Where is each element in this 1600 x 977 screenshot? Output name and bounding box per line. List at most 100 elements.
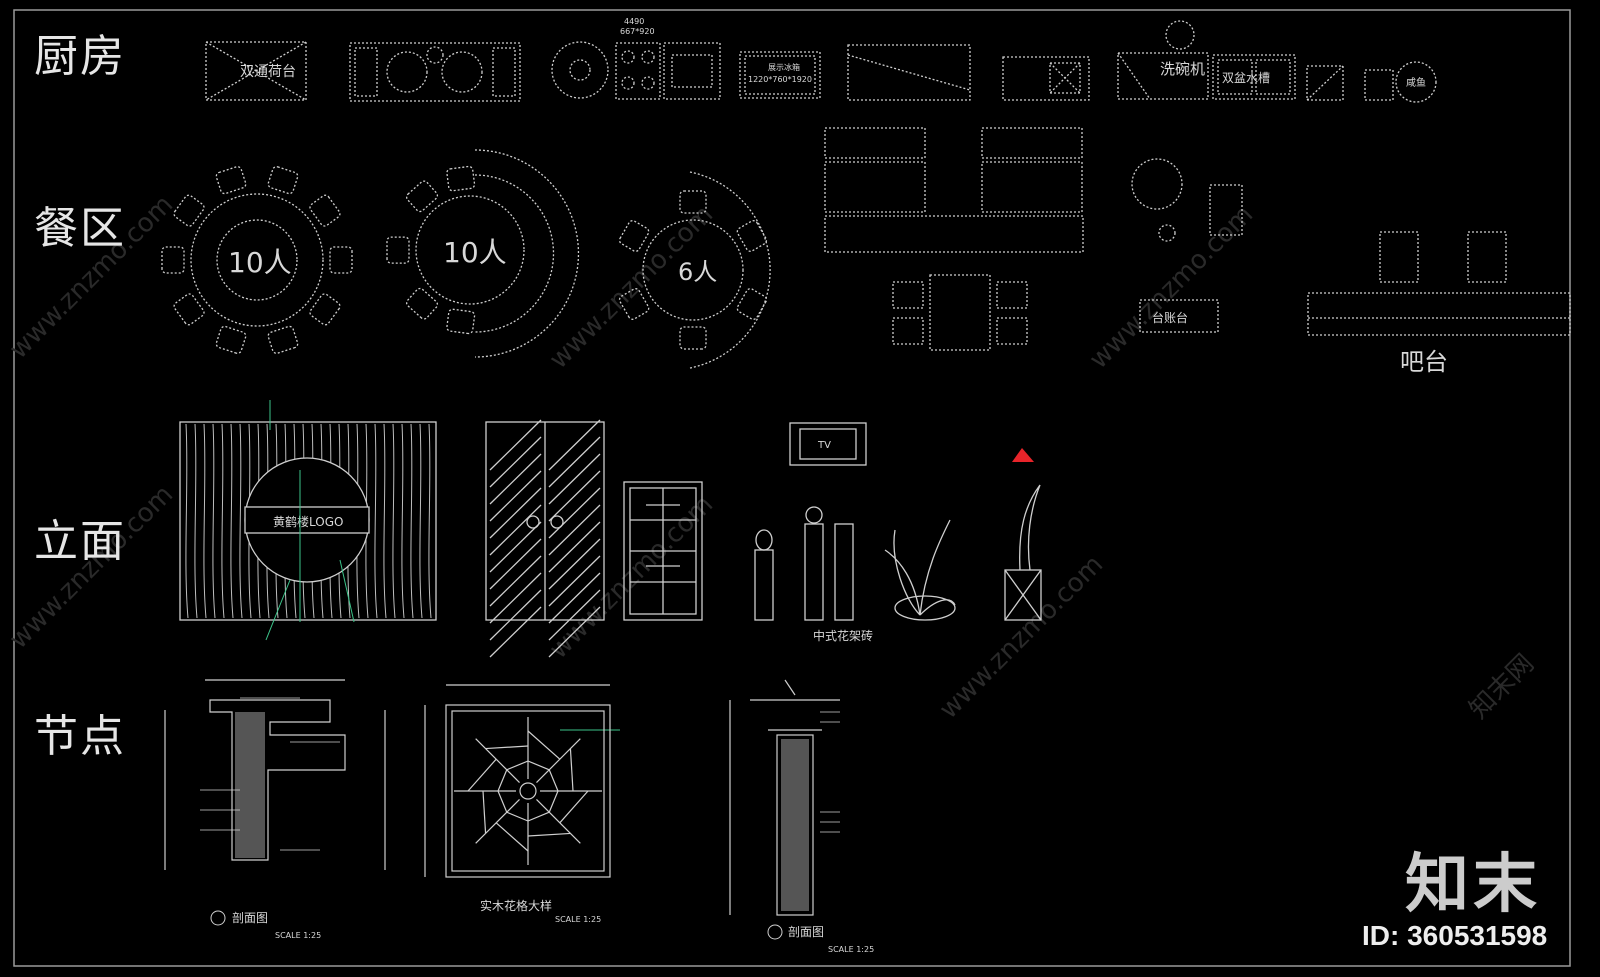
label-double-basin: 双盆水槽 <box>1222 71 1270 85</box>
hatch-line <box>548 572 601 624</box>
sculpture-elevation <box>1004 484 1042 621</box>
hatch-line <box>548 436 601 488</box>
label-logo: 黄鹤楼LOGO <box>273 514 343 529</box>
hatch-line <box>489 504 542 556</box>
wood-grain-line <box>203 423 207 619</box>
dishwasher-unit <box>1117 52 1209 100</box>
lattice-bar <box>485 745 529 750</box>
lattice-bar <box>536 738 581 783</box>
nodes-row <box>164 679 840 916</box>
chair <box>679 190 707 214</box>
lattice-bar <box>482 790 487 834</box>
label-table10b: 10人 <box>443 236 507 269</box>
label-table6: 6人 <box>678 258 717 286</box>
elevation-row <box>179 419 1042 658</box>
label-section1: 剖面图 <box>232 911 268 925</box>
hatch-line <box>489 606 542 658</box>
hatch-line <box>548 504 601 556</box>
bar-counter <box>1307 292 1571 336</box>
label-section3: 剖面图 <box>788 925 824 939</box>
wood-grain-line <box>428 423 432 619</box>
hatch-line <box>548 521 601 573</box>
hatch-line <box>489 487 542 539</box>
logo-wall-elevation <box>179 421 437 621</box>
lattice-bar <box>527 832 571 837</box>
section-title-elevation: 立面 <box>34 516 126 567</box>
table-10-a <box>190 193 324 327</box>
hatch-line <box>489 538 542 590</box>
annotation-lines <box>200 697 840 851</box>
cashier-desk <box>1139 299 1219 333</box>
table-10-a-chairs <box>161 166 353 354</box>
chair <box>173 293 205 326</box>
lattice-bar <box>467 758 497 792</box>
wood-grain-line <box>374 423 378 619</box>
chair <box>406 287 439 320</box>
dining-labels: 10人 10人 6人 吧台 台账台 <box>228 236 1448 376</box>
label-scale1: SCALE 1:25 <box>275 931 321 940</box>
wood-grain-line <box>383 423 387 619</box>
lattice-bar <box>475 799 520 844</box>
section-marker-1 <box>210 910 226 926</box>
table-10-b <box>415 149 580 358</box>
hatch-line <box>489 589 542 641</box>
label-top-dims: 4490 <box>624 17 644 26</box>
chair <box>406 180 439 213</box>
chair <box>161 246 185 274</box>
lattice-bar <box>569 748 574 792</box>
lattice-bar <box>527 811 550 822</box>
section-marker-3 <box>767 924 783 940</box>
lattice-bar <box>527 730 561 760</box>
brand-logo: 知末 <box>1405 848 1541 922</box>
red-marker-icon <box>1012 448 1034 462</box>
hatch-line <box>489 572 542 624</box>
hatch-line <box>548 538 601 590</box>
section-title-nodes: 节点 <box>34 711 126 762</box>
hatch-line <box>489 470 542 522</box>
stove-block <box>349 42 521 102</box>
four-seat-table <box>929 274 991 351</box>
label-top-dims2: 667*920 <box>620 27 655 36</box>
lattice-bar <box>506 760 529 771</box>
work-bench <box>847 44 971 101</box>
chair <box>618 220 650 252</box>
lattice-bar <box>536 799 581 844</box>
chair <box>736 220 768 252</box>
hatch-line <box>548 606 601 658</box>
hatch-line <box>548 453 601 505</box>
node-section-1 <box>164 679 386 870</box>
wood-grain-line <box>185 423 189 619</box>
wood-grain-line <box>221 423 225 619</box>
chair <box>309 293 341 326</box>
display-fridge <box>739 51 821 99</box>
lattice-bar <box>495 822 529 852</box>
chair <box>173 194 205 227</box>
lattice-bar <box>548 769 559 792</box>
chair <box>267 325 299 354</box>
glass-door-elevation <box>485 419 605 658</box>
label-small-item: 咸鱼 <box>1406 76 1426 89</box>
watermark-5: www.znzmo.com <box>544 490 719 665</box>
label-stand: 中式花架砖 <box>813 628 873 643</box>
label-fridge-name: 展示冰箱 <box>768 62 800 72</box>
lattice-bar <box>475 738 520 783</box>
hatch-line <box>489 521 542 573</box>
wood-grain-line <box>410 423 414 619</box>
label-fridge-dims: 1220*760*1920 <box>748 75 812 84</box>
round-burner <box>551 41 609 99</box>
double-sink-counter <box>205 41 307 101</box>
asset-id: ID: 360531598 <box>1362 920 1548 951</box>
label-table10a: 10人 <box>228 246 292 279</box>
hatch-line <box>548 487 601 539</box>
hatch-line <box>489 453 542 505</box>
chair <box>446 308 476 335</box>
chair <box>679 326 707 350</box>
dining-row <box>161 127 1571 369</box>
label-cashier: 台账台 <box>1152 310 1188 325</box>
label-scale3: SCALE 1:25 <box>828 945 874 954</box>
chair <box>446 165 476 192</box>
hatch-line <box>489 555 542 607</box>
wood-grain-line <box>194 423 198 619</box>
watermark-7: 知末网 <box>1464 649 1540 725</box>
